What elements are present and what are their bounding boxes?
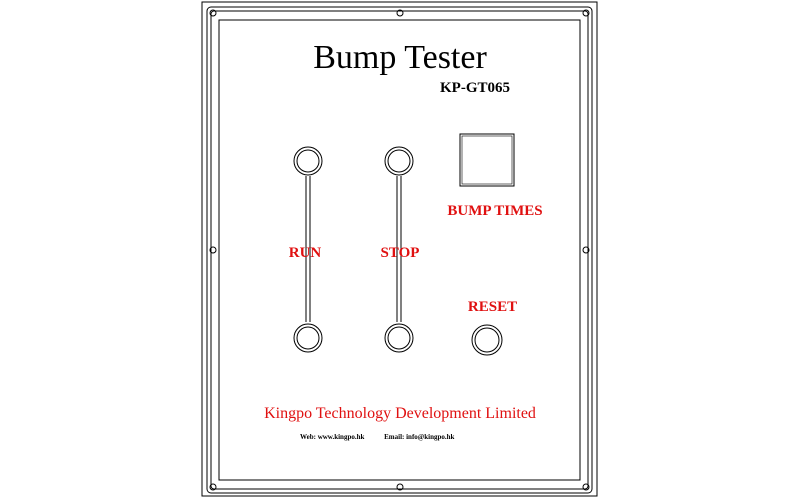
- web-address: Web: www.kingpo.hk: [300, 433, 365, 441]
- stop-button-bottom[interactable]: [384, 323, 414, 353]
- stop-label: STOP: [380, 245, 420, 261]
- mounting-holes: [209, 9, 590, 491]
- panel-face: [218, 19, 581, 481]
- run-label: RUN: [288, 245, 322, 261]
- run-button-top[interactable]: [293, 146, 323, 176]
- panel-border-outer: [206, 6, 593, 494]
- model-number: KP-GT065: [440, 80, 510, 96]
- company-name: Kingpo Technology Development Limited: [264, 405, 536, 422]
- email-address: Email: info@kingpo.hk: [384, 433, 455, 441]
- contact-info: Web: www.kingpo.hk Email: info@kingpo.hk: [300, 433, 472, 441]
- panel-title: Bump Tester: [313, 39, 487, 76]
- panel-border-inner: [210, 10, 589, 490]
- reset-label: RESET: [467, 299, 518, 315]
- run-control[interactable]: [293, 146, 323, 353]
- stop-button-top[interactable]: [384, 146, 414, 176]
- outer-frame: [201, 1, 598, 497]
- reset-button[interactable]: [471, 324, 503, 356]
- bump-times-label: BUMP TIMES: [447, 203, 543, 219]
- bump-times-display: [459, 133, 515, 187]
- stop-control[interactable]: [384, 146, 414, 353]
- run-button-bottom[interactable]: [293, 323, 323, 353]
